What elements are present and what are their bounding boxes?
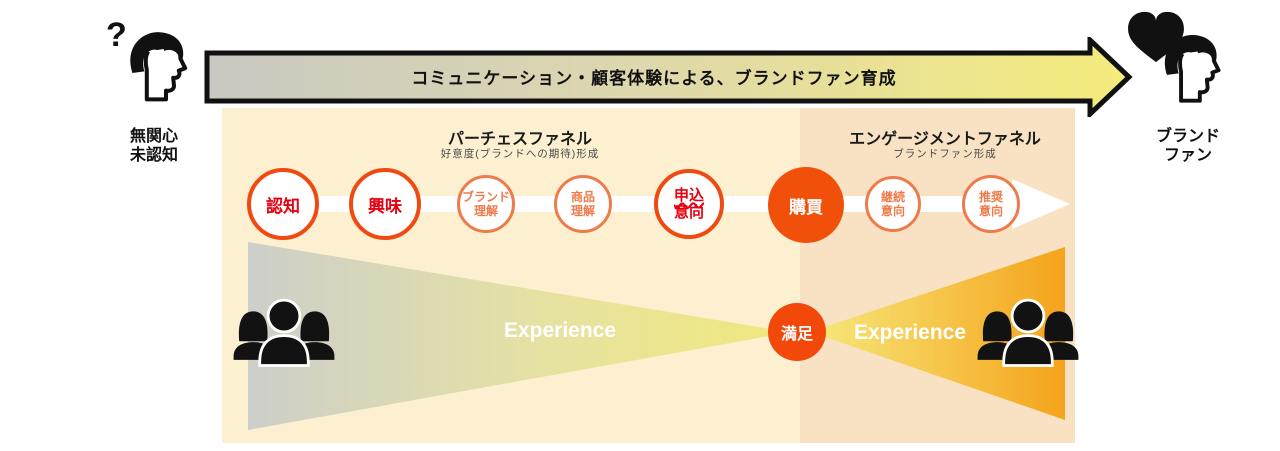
stage-awareness: 認知 — [247, 168, 319, 240]
stage-interest-label: 興味 — [368, 196, 402, 216]
stage-brand-understanding: ブランド 理解 — [457, 175, 515, 233]
left-persona-label: 無関心 未認知 — [106, 127, 202, 165]
unaware-head-icon — [130, 32, 188, 102]
stage-product-understanding-line2: 理解 — [570, 204, 595, 218]
stage-product-understanding: 商品 理解 — [554, 175, 612, 233]
engagement-funnel-subtitle: ブランドファン形成 — [893, 148, 997, 160]
question-mark: ? — [106, 16, 127, 54]
stage-continuation-intent-line2: 意向 — [880, 204, 905, 218]
stage-application-intent: 申込 意向 — [654, 169, 724, 239]
audience-group-icon-left — [233, 298, 335, 367]
right-persona-line1: ブランド — [1155, 128, 1220, 145]
satisfaction-label: 満足 — [780, 326, 813, 343]
stage-product-understanding-line1: 商品 — [570, 190, 595, 204]
right-persona-label: ブランド ファン — [1140, 127, 1236, 165]
stage-continuation-intent-line1: 継続 — [880, 190, 905, 204]
left-persona-line2: 未認知 — [129, 147, 178, 164]
stage-purchase-label: 購買 — [789, 197, 823, 217]
stage-application-intent-line1: 申込 — [673, 187, 704, 204]
stage-flow-arrow-icon — [1012, 179, 1070, 229]
experience-label-left: Experience — [503, 319, 617, 342]
right-persona-line2: ファン — [1163, 147, 1212, 164]
stage-awareness-label: 認知 — [266, 196, 300, 216]
stage-interest: 興味 — [349, 168, 421, 240]
stage-recommendation-intent: 推奨 意向 — [962, 175, 1020, 233]
stage-continuation-intent: 継続 意向 — [865, 176, 921, 232]
stage-recommendation-intent-line1: 推奨 — [978, 190, 1003, 204]
stage-purchase: 購買 — [768, 167, 844, 243]
stage-brand-understanding-line1: ブランド — [461, 190, 510, 204]
banner-title: コミュニケーション・顧客体験による、ブランドファン育成 — [411, 68, 897, 88]
heart-icon — [1128, 11, 1184, 63]
experience-label-right: Experience — [853, 321, 967, 344]
purchase-funnel-subtitle: 好意度(ブランドへの期待)形成 — [440, 148, 600, 160]
banner-arrow-icon — [204, 37, 1133, 117]
purchase-funnel-title: パーチェスファネル — [447, 131, 592, 148]
stage-recommendation-intent-line2: 意向 — [978, 204, 1003, 218]
left-persona-line1: 無関心 — [129, 128, 178, 145]
satisfaction-circle: 満足 — [768, 303, 826, 361]
stage-application-intent-line2: 意向 — [673, 204, 704, 221]
audience-group-icon-right — [977, 298, 1079, 367]
stage-brand-understanding-line2: 理解 — [473, 204, 498, 218]
engagement-funnel-title: エンゲージメントファネル — [849, 131, 1041, 148]
brand-fan-head-icon — [1164, 35, 1221, 103]
